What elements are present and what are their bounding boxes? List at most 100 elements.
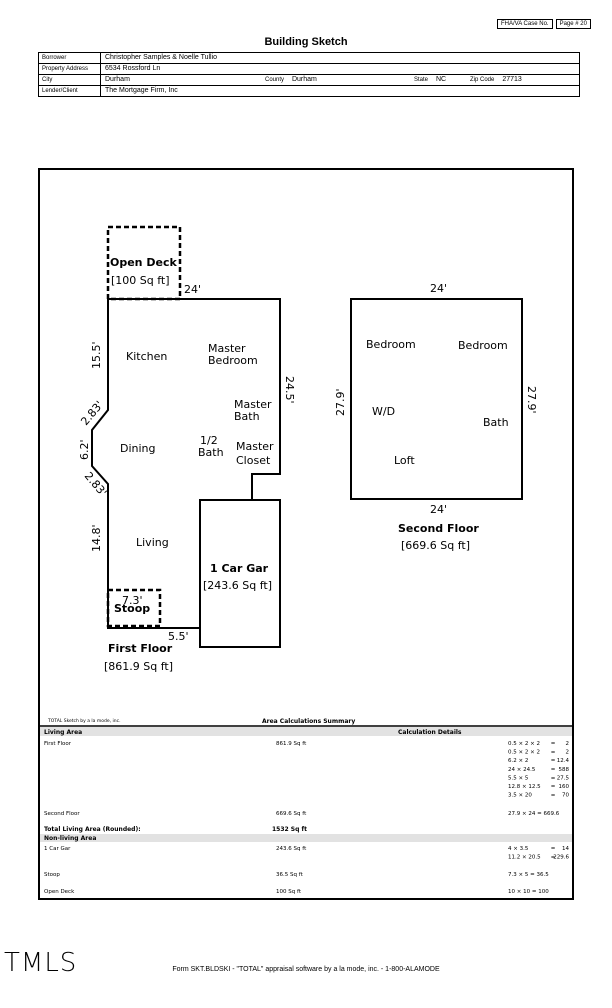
case-boxes: FHA/VA Case No. Page # 20 (494, 19, 591, 29)
state-value: NC (435, 76, 447, 83)
first-floor-calc-eq: = (551, 793, 556, 799)
first-floor-row-value: 861.9 Sq ft (276, 741, 307, 747)
borrower-row: Borrower Christopher Samples & Noelle Tu… (39, 53, 579, 64)
lender-value: The Mortgage Firm, Inc (105, 87, 178, 94)
dim-27-9-right: 27.9' (525, 386, 538, 414)
garage-calc-eq: = (551, 855, 556, 861)
second-floor-label: Second Floor (398, 522, 479, 535)
borrower-value: Christopher Samples & Noelle Tullio (105, 54, 218, 61)
second-floor-row-value: 669.6 Sq ft (276, 811, 307, 817)
first-floor-calc-result: 160 (559, 784, 570, 790)
page-number: Page # 20 (555, 19, 591, 29)
dim-5-5: 5.5' (168, 630, 189, 643)
dim-6-2: 6.2' (78, 439, 91, 460)
property-info-table: Borrower Christopher Samples & Noelle Tu… (38, 52, 580, 97)
total-living-value: 1532 Sq ft (272, 826, 307, 833)
dim-2-83-lower: 2.83' (82, 470, 110, 499)
second-floor-top-dim: 24' (430, 282, 447, 295)
first-floor-calc-expr: 5.5 × 5 (508, 775, 529, 781)
first-floor-calc-expr: 0.5 × 2 × 2 (508, 750, 540, 756)
software-note: TOTAL Sketch by a la mode, inc. (47, 718, 121, 724)
lender-row: Lender/Client The Mortgage Firm, Inc (39, 86, 579, 97)
second-floor-area: [669.6 Sq ft] (401, 539, 470, 552)
master-bedroom-label-1: Master (208, 342, 246, 355)
total-living-label: Total Living Area (Rounded): (44, 826, 141, 833)
garage-calc-result: 14 (562, 846, 569, 852)
loft-label: Loft (394, 454, 415, 467)
calc-details-header: Calculation Details (398, 729, 462, 736)
lender-label: Lender/Client (39, 86, 101, 96)
first-floor-calc-expr: 0.5 × 2 × 2 (508, 741, 540, 747)
area-summary-title: Area Calculations Summary (262, 718, 355, 725)
first-floor-calc-eq: = (551, 750, 556, 756)
master-closet-label-1: Master (236, 440, 274, 453)
first-floor-calc-eq: = (551, 767, 556, 773)
dim-24-5: 24.5' (283, 376, 296, 404)
bath-label: Bath (483, 416, 509, 429)
first-floor-top-dim: 24' (184, 283, 201, 296)
sketch-frame: Open Deck [100 Sq ft] 24' Kitchen Master… (38, 168, 574, 900)
borrower-label: Borrower (39, 53, 101, 63)
first-floor-calc-list: 0.5 × 2 × 2=20.5 × 2 × 2=26.2 × 2=12.424… (508, 741, 569, 799)
garage-row-value: 243.6 Sq ft (276, 846, 307, 852)
master-closet-label-2: Closet (236, 454, 271, 467)
garage-area: [243.6 Sq ft] (203, 579, 272, 592)
dim-15-5: 15.5' (90, 341, 103, 369)
living-label: Living (136, 536, 169, 549)
living-area-header: Living Area (44, 729, 82, 736)
first-floor-calc-eq: = (551, 758, 556, 764)
case-number-label: FHA/VA Case No. (497, 19, 553, 29)
county-label: County (265, 77, 285, 83)
brand-logo: TMLS (4, 948, 78, 978)
deck-calc: 10 × 10 = 100 (508, 889, 549, 895)
garage-label: 1 Car Gar (210, 562, 269, 575)
wd-label: W/D (372, 405, 395, 418)
stoop-calc: 7.3 × 5 = 36.5 (508, 872, 549, 878)
deck-row-value: 100 Sq ft (276, 889, 302, 895)
first-floor-calc-expr: 24 × 24.5 (508, 767, 536, 773)
county-value: Durham (291, 76, 317, 83)
zip-label: Zip Code (470, 77, 495, 83)
dining-label: Dining (120, 442, 156, 455)
first-floor-area: [861.9 Sq ft] (104, 660, 173, 673)
first-floor-calc-result: 588 (559, 767, 570, 773)
page-title: Building Sketch (264, 36, 348, 48)
second-floor-outline (350, 298, 523, 500)
floor-plan-drawing: Open Deck [100 Sq ft] 24' Kitchen Master… (40, 225, 572, 895)
nonliving-header: Non-living Area (44, 835, 96, 842)
state-cell: State NC (414, 75, 446, 85)
nonliving-header-bar (40, 834, 572, 842)
address-label: Property Address (39, 64, 101, 74)
city-value: Durham (105, 76, 130, 83)
dim-27-9-left: 27.9' (334, 388, 347, 416)
living-area-header-bar (40, 727, 572, 736)
city-row: City Durham County Durham State NC Zip C… (39, 75, 579, 86)
second-floor-row-label: Second Floor (44, 811, 80, 817)
master-bath-label-2: Bath (234, 410, 260, 423)
garage-row-label: 1 Car Gar (44, 846, 71, 852)
zip-cell: Zip Code 27713 (470, 75, 522, 85)
open-deck-area: [100 Sq ft] (111, 274, 170, 287)
first-floor-calc-result: 12.4 (557, 758, 570, 764)
dim-7-3: 7.3' (122, 594, 143, 607)
first-floor-row-label: First Floor (44, 741, 72, 747)
first-floor-calc-expr: 3.5 × 20 (508, 793, 532, 799)
kitchen-label: Kitchen (126, 350, 167, 363)
first-floor-calc-eq: = (551, 741, 556, 747)
garage-calc-eq: = (551, 846, 556, 852)
second-floor-bottom-dim: 24' (430, 503, 447, 516)
master-bath-label-1: Master (234, 398, 272, 411)
garage-calc-result: 229.6 (553, 855, 569, 861)
garage-outline (199, 499, 281, 648)
half-bath-label-1: 1/2 (200, 434, 218, 447)
state-label: State (414, 77, 429, 83)
stoop-outline (106, 588, 162, 628)
first-floor-calc-result: 70 (562, 793, 569, 799)
form-footer: Form SKT.BLDSKI - "TOTAL" appraisal soft… (172, 966, 440, 973)
first-floor-calc-expr: 12.8 × 12.5 (508, 784, 541, 790)
stoop-row-label: Stoop (44, 872, 60, 878)
garage-calc-expr: 4 × 3.5 (508, 846, 529, 852)
stoop-row-value: 36.5 Sq ft (276, 872, 304, 878)
first-floor-calc-result: 2 (566, 750, 570, 756)
bedroom-b-label: Bedroom (458, 339, 508, 352)
